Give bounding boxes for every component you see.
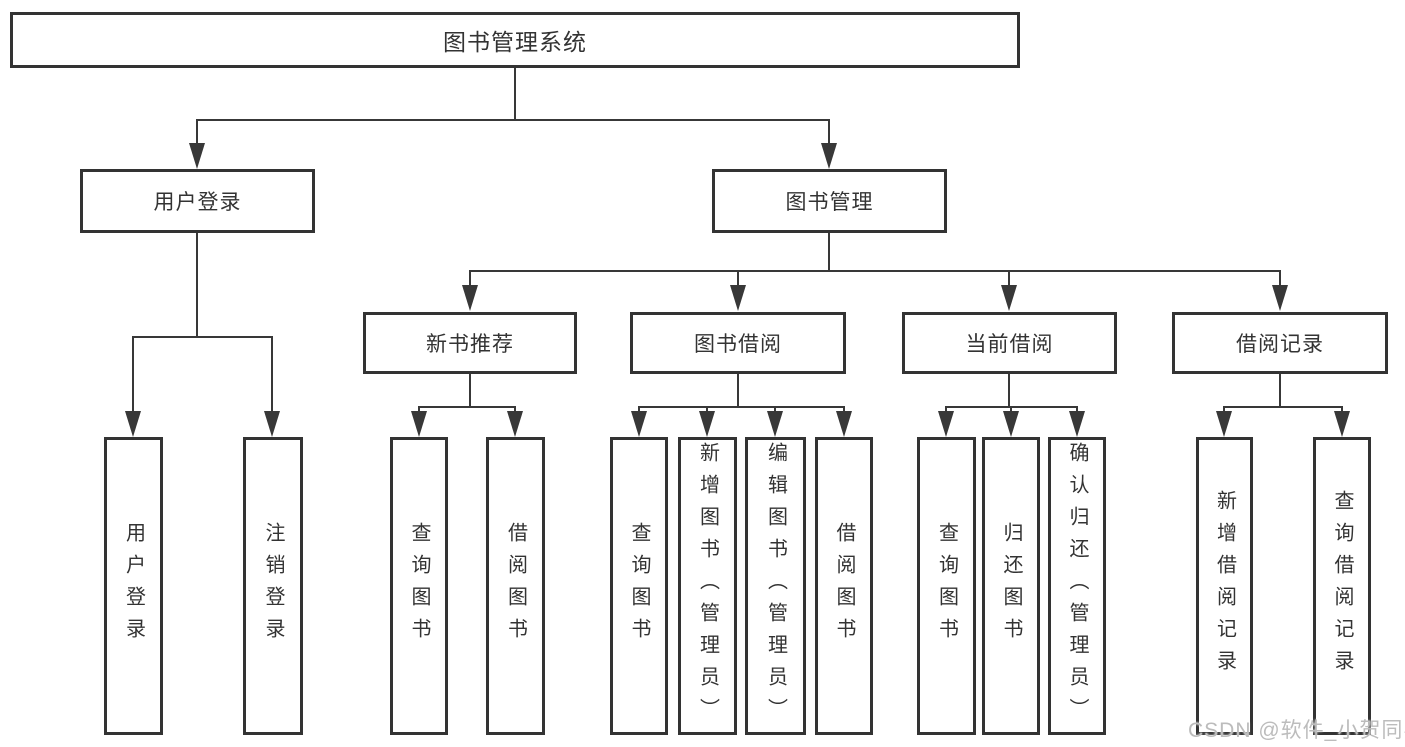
node-new-book-recommend-label: 新书推荐 — [426, 333, 514, 356]
leaf-logout: 注销登录 — [243, 437, 303, 735]
connector-user-login-bus — [132, 336, 273, 338]
connector-level1-bus — [196, 119, 830, 121]
leaf-query-books-current-label: 查询图书 — [935, 522, 958, 650]
arrowhead-user-login — [189, 143, 205, 169]
node-book-management-label: 图书管理 — [785, 191, 874, 214]
connector-book-borrow-bus — [638, 406, 845, 408]
node-user-login-label: 用户登录 — [153, 191, 242, 214]
leaf-return-books: 归还图书 — [982, 437, 1040, 735]
arrowhead-cb-confirm — [1069, 411, 1085, 437]
leaf-borrow-books-borrow-label: 借阅图书 — [833, 522, 855, 650]
connector-borrow-record-stub — [1279, 374, 1281, 407]
node-borrowing-records: 借阅记录 — [1172, 312, 1388, 374]
leaf-user-login-label: 用户登录 — [122, 522, 145, 650]
connector-user-login-stub — [196, 233, 198, 337]
leaf-query-borrow-record-label: 查询借阅记录 — [1331, 490, 1353, 682]
node-system-root-label: 图书管理系统 — [443, 29, 587, 55]
node-current-borrowing: 当前借阅 — [902, 312, 1117, 374]
leaf-confirm-return-admin-label: 确认归还（管理员） — [1066, 442, 1088, 730]
arrowhead-nb-borrow — [507, 411, 523, 437]
watermark: CSDN @软件_小贺同学 — [1188, 719, 1405, 742]
connector-drop-borrow-record — [1279, 271, 1281, 289]
arrowhead-book-borrow — [730, 285, 746, 311]
connector-level3-bus — [469, 270, 1281, 272]
leaf-edit-books-admin-label: 编辑图书（管理员） — [764, 442, 787, 730]
node-book-management: 图书管理 — [712, 169, 947, 233]
connector-drop-user-login — [196, 120, 198, 148]
arrowhead-cb-return — [1003, 411, 1019, 437]
leaf-query-books-borrow-label: 查询图书 — [628, 522, 650, 650]
node-user-login: 用户登录 — [80, 169, 315, 233]
arrowhead-new-book — [462, 285, 478, 311]
node-borrowing-records-label: 借阅记录 — [1236, 333, 1324, 356]
connector-drop-current-borrow — [1008, 271, 1010, 289]
connector-new-book-bus — [418, 406, 516, 408]
arrowhead-br-add — [1216, 411, 1232, 437]
leaf-return-books-label: 归还图书 — [1000, 522, 1022, 650]
leaf-add-borrow-record-label: 新增借阅记录 — [1213, 490, 1236, 682]
connector-drop-leaf-logout — [271, 337, 273, 415]
leaf-borrow-books-borrow: 借阅图书 — [815, 437, 873, 735]
connector-current-borrow-stub — [1008, 374, 1010, 407]
arrowhead-leaf-logout — [264, 411, 280, 437]
leaf-borrow-books-recommend: 借阅图书 — [486, 437, 545, 735]
arrowhead-br-query — [1334, 411, 1350, 437]
leaf-borrow-books-recommend-label: 借阅图书 — [504, 522, 527, 650]
arrowhead-bb-edit — [767, 411, 783, 437]
arrowhead-current-borrow — [1001, 285, 1017, 311]
node-system-root: 图书管理系统 — [10, 12, 1020, 68]
leaf-add-borrow-record: 新增借阅记录 — [1196, 437, 1253, 735]
leaf-query-books-recommend-label: 查询图书 — [408, 522, 430, 650]
node-new-book-recommend: 新书推荐 — [363, 312, 577, 374]
arrowhead-borrow-record — [1272, 285, 1288, 311]
connector-drop-book-borrow — [737, 271, 739, 289]
node-book-borrowing: 图书借阅 — [630, 312, 846, 374]
leaf-query-books-borrow: 查询图书 — [610, 437, 668, 735]
leaf-logout-label: 注销登录 — [262, 522, 284, 650]
leaf-add-books-admin: 新增图书（管理员） — [678, 437, 737, 735]
arrowhead-cb-query — [938, 411, 954, 437]
connector-new-book-stub — [469, 374, 471, 407]
arrowhead-book-mgmt — [821, 143, 837, 169]
connector-book-mgmt-stub — [828, 233, 830, 271]
connector-root-stub — [514, 68, 516, 120]
leaf-confirm-return-admin: 确认归还（管理员） — [1048, 437, 1106, 735]
connector-drop-new-book — [469, 271, 471, 289]
arrowhead-leaf-login — [125, 411, 141, 437]
leaf-query-books-recommend: 查询图书 — [390, 437, 448, 735]
leaf-add-books-admin-label: 新增图书（管理员） — [696, 442, 719, 730]
connector-drop-leaf-login — [132, 337, 134, 415]
connector-borrow-record-bus — [1223, 406, 1343, 408]
arrowhead-bb-query — [631, 411, 647, 437]
leaf-user-login: 用户登录 — [104, 437, 163, 735]
connector-book-borrow-stub — [737, 374, 739, 407]
connector-drop-book-mgmt — [828, 120, 830, 148]
leaf-query-books-current: 查询图书 — [917, 437, 976, 735]
arrowhead-bb-borrow — [836, 411, 852, 437]
node-current-borrowing-label: 当前借阅 — [965, 333, 1054, 356]
leaf-query-borrow-record: 查询借阅记录 — [1313, 437, 1371, 735]
leaf-edit-books-admin: 编辑图书（管理员） — [745, 437, 806, 735]
arrowhead-nb-query — [411, 411, 427, 437]
node-book-borrowing-label: 图书借阅 — [694, 333, 782, 356]
arrowhead-bb-add — [699, 411, 715, 437]
